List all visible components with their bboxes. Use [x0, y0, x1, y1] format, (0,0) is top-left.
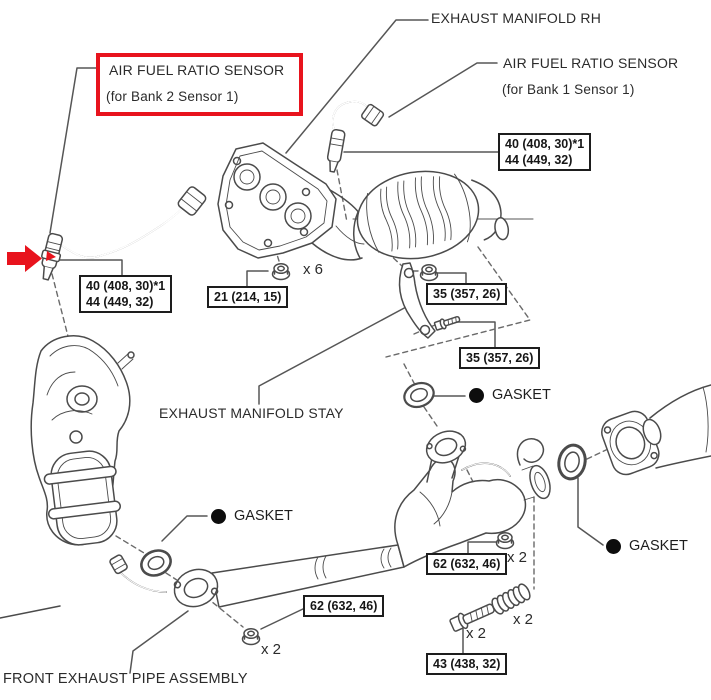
lh-manifold-converter-drawing — [30, 335, 135, 546]
qty-pipe-nuts-lower: x 2 — [261, 641, 282, 658]
torque-afr-right-line1: 40 (408, 30)*1 — [505, 137, 585, 151]
sensor-red-mark — [46, 251, 56, 261]
torque-afr-left-line1: 40 (408, 30)*1 — [86, 279, 166, 293]
compression-bolt — [449, 603, 495, 632]
highlight-box: AIR FUEL RATIO SENSOR (for Bank 2 Sensor… — [96, 53, 303, 116]
qty-springs: x 2 — [513, 611, 534, 628]
rh-manifold-flange-drawing — [217, 142, 365, 261]
highlight-arrow — [7, 245, 42, 272]
gasket-dot-icon — [211, 508, 226, 524]
rh-catalytic-converter-drawing — [356, 170, 510, 260]
gasket-callout-upper: GASKET — [469, 387, 551, 403]
gasket-dot-icon — [469, 387, 484, 403]
gasket-callout-right: GASKET — [606, 538, 688, 554]
rear-pipe-flange-drawing — [601, 384, 711, 476]
label-afr-sensor-bank1: AIR FUEL RATIO SENSOR — [503, 55, 679, 71]
stay-bolt — [433, 315, 461, 331]
torque-box-stay-upper: 35 (357, 26) — [426, 283, 508, 305]
label-afr-sensor-bank1-sub: (for Bank 1 Sensor 1) — [502, 82, 635, 97]
torque-box-compression-bolt: 43 (438, 32) — [426, 653, 508, 675]
torque-box-stay-lower: 35 (357, 26) — [459, 347, 541, 369]
gasket-dot-icon — [606, 538, 621, 554]
manifold-nut — [271, 262, 291, 281]
afr-sensor-bank1-drawing — [326, 100, 385, 173]
gasket-callout-left: GASKET — [211, 508, 293, 524]
torque-box-afr-right: 40 (408, 30)*1 44 (449, 32) — [498, 133, 592, 171]
gasket-ring-upper — [403, 381, 435, 409]
assembly-dashed-lines — [51, 169, 607, 628]
label-front-exhaust-pipe-assembly: FRONT EXHAUST PIPE ASSEMBLY — [3, 671, 248, 687]
stay-nut — [419, 263, 439, 282]
pipe-nut-upper — [495, 531, 515, 550]
torque-box-pipe-lower: 62 (632, 46) — [303, 595, 385, 617]
qty-bolts: x 2 — [466, 625, 487, 642]
pipe-nut-lower — [241, 627, 261, 646]
torque-afr-left-line2: 44 (449, 32) — [86, 295, 154, 309]
label-exhaust-manifold-stay: EXHAUST MANIFOLD STAY — [159, 405, 344, 421]
torque-box-afr-left: 40 (408, 30)*1 44 (449, 32) — [79, 275, 173, 313]
gasket-ring-left — [140, 549, 172, 577]
gasket-label: GASKET — [234, 508, 293, 524]
label-afr-sensor-bank2: AIR FUEL RATIO SENSOR — [109, 62, 285, 78]
compression-spring — [491, 583, 531, 615]
gasket-label: GASKET — [629, 538, 688, 554]
qty-pipe-nuts-upper: x 2 — [507, 549, 528, 566]
label-afr-sensor-bank2-sub: (for Bank 2 Sensor 1) — [106, 89, 239, 104]
front-pipe-assembly-drawing — [0, 430, 551, 619]
manifold-stay-drawing — [398, 262, 436, 339]
qty-manifold-nuts: x 6 — [303, 261, 324, 278]
gasket-ring-right — [557, 443, 587, 481]
torque-afr-right-line2: 44 (449, 32) — [505, 153, 573, 167]
afr-sensor-bank2-drawing — [41, 186, 207, 281]
torque-box-pipe-upper: 62 (632, 46) — [426, 553, 508, 575]
torque-box-manifold-nut: 21 (214, 15) — [207, 286, 289, 308]
gasket-label: GASKET — [492, 387, 551, 403]
label-exhaust-manifold-rh: EXHAUST MANIFOLD RH — [431, 10, 602, 26]
